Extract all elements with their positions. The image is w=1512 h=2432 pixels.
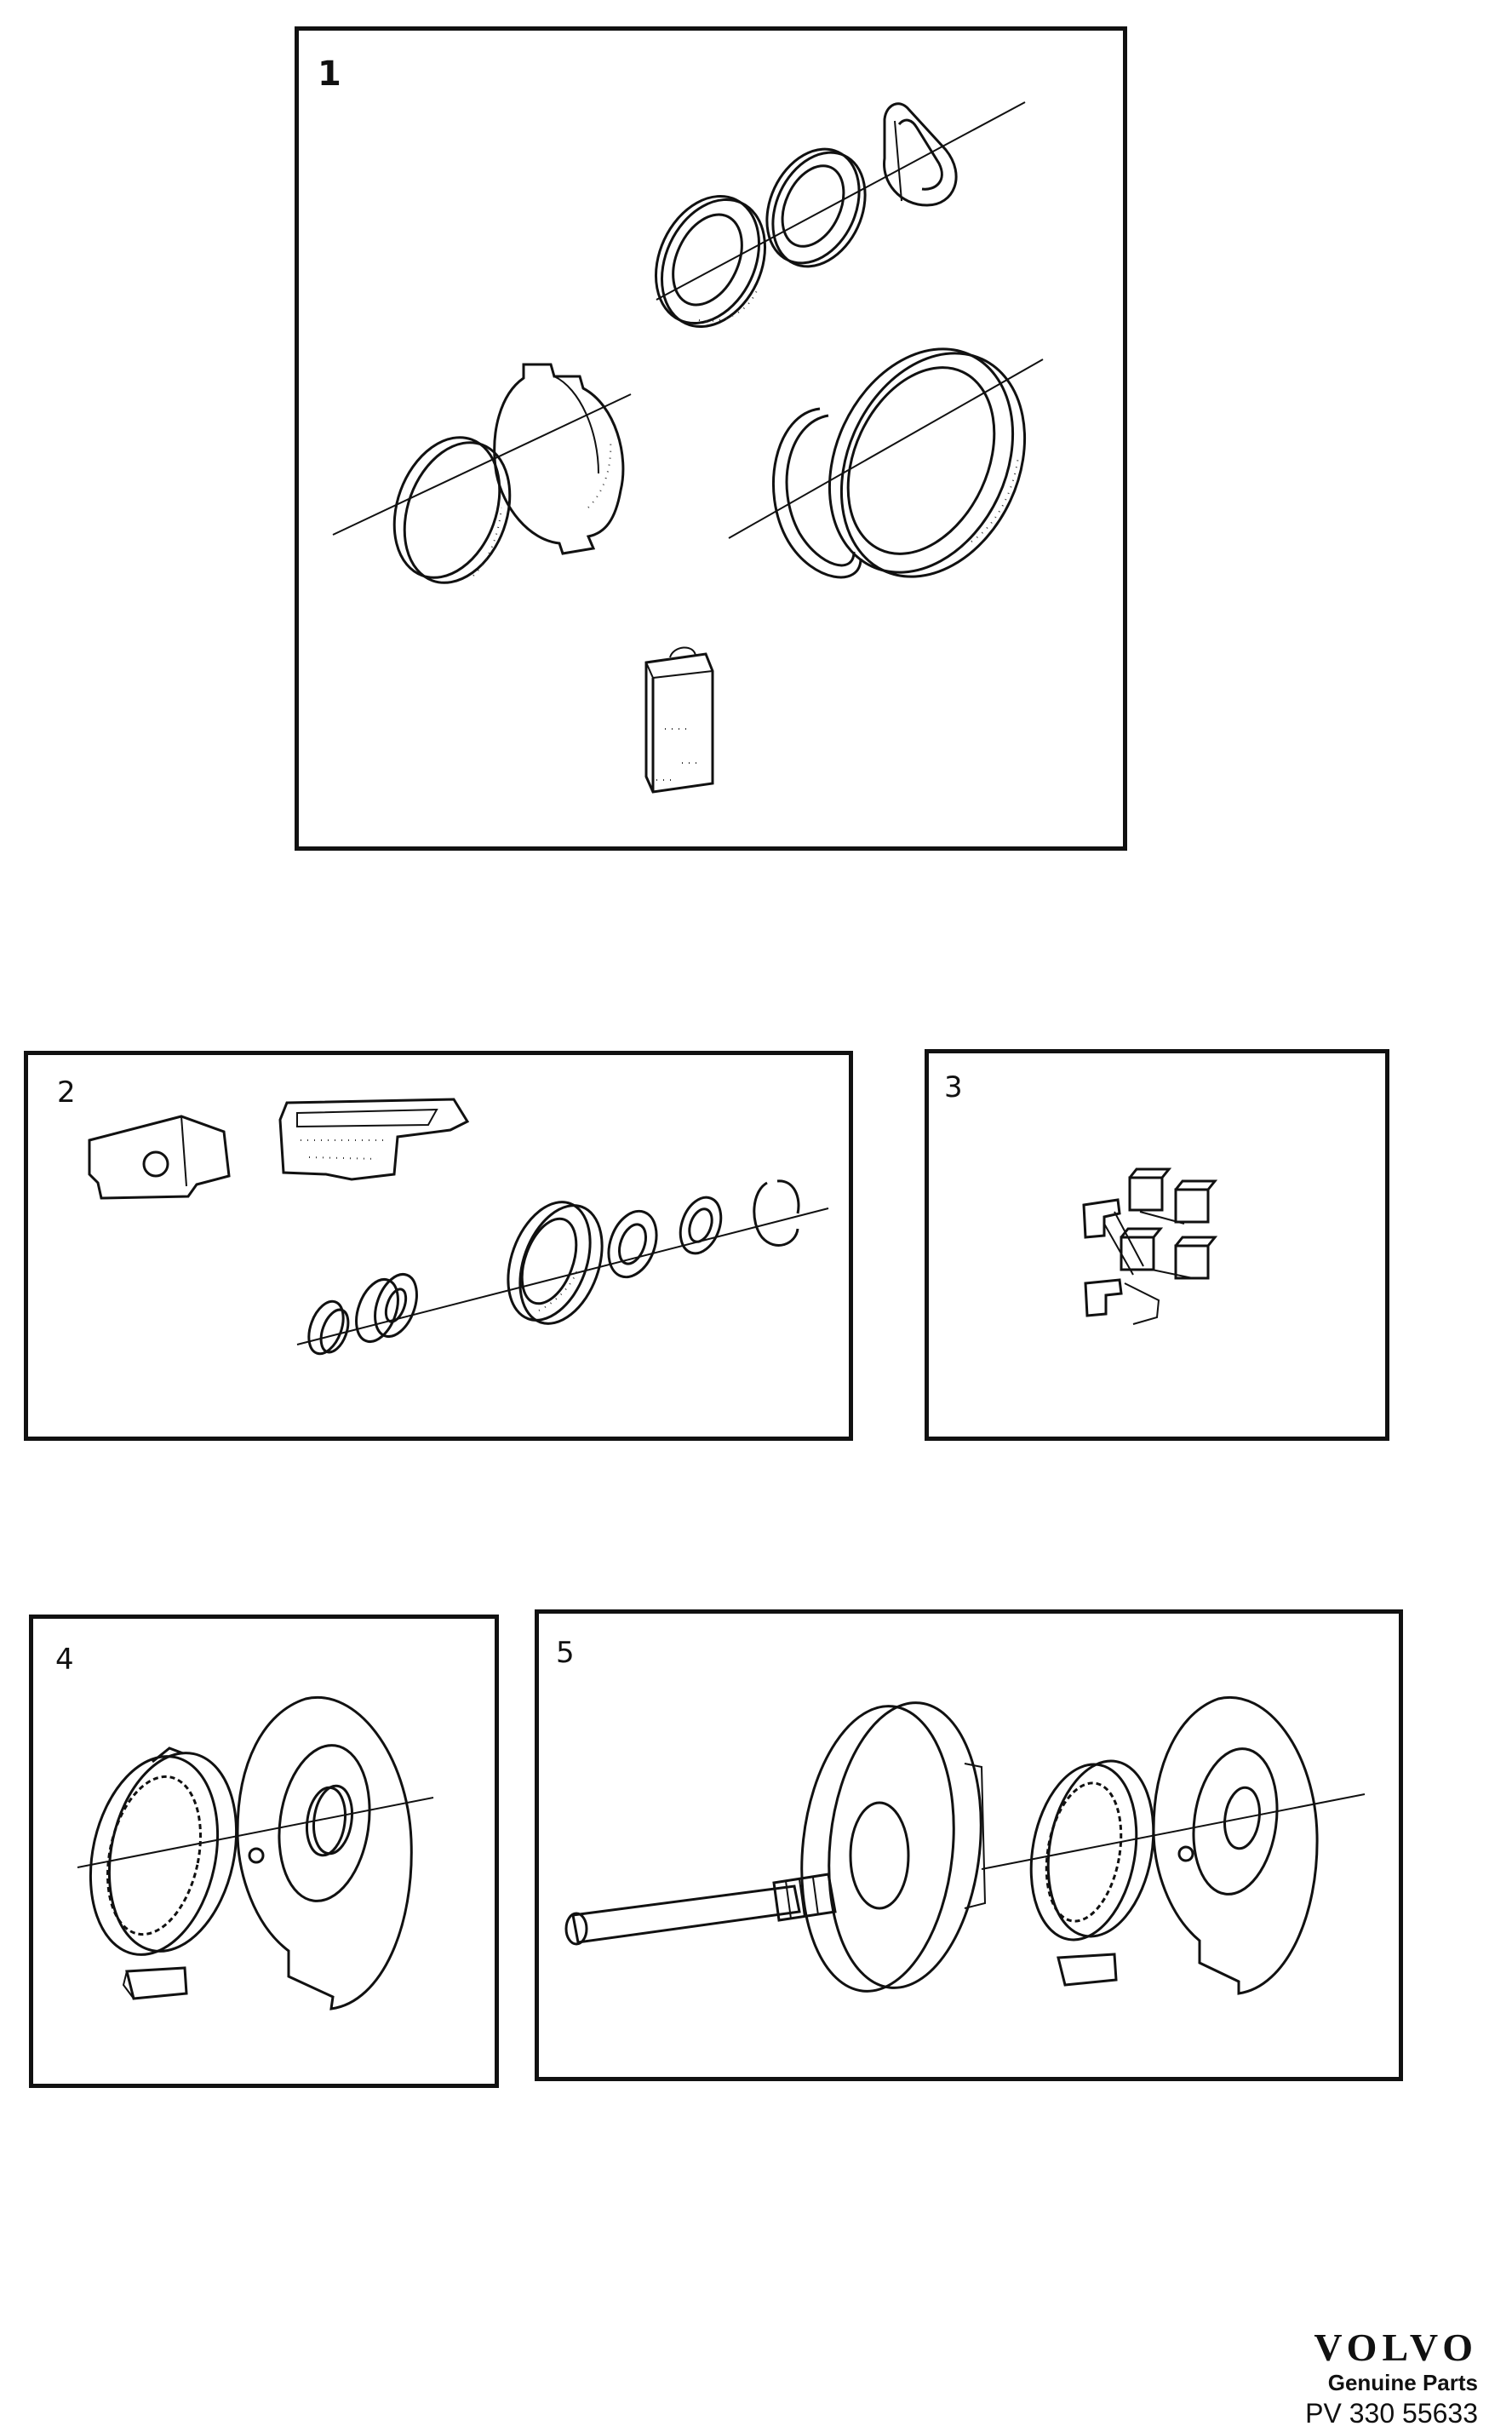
drive-pinion-flange (788, 1695, 994, 1999)
panel-number: 5 (556, 1636, 575, 1670)
brush-block (1058, 1954, 1116, 1985)
end-plate (1154, 1697, 1317, 1993)
washer-small-1 (302, 1297, 353, 1358)
panel-number: 2 (57, 1075, 76, 1110)
armature-shaft (566, 1874, 835, 1944)
ring-gear (1018, 1752, 1166, 1948)
panel-3-illustration (929, 1053, 1385, 1437)
brush-block (123, 1968, 186, 1999)
ring-washer-large (636, 180, 784, 344)
washer-small-2 (600, 1205, 665, 1284)
snap-ring (773, 409, 861, 577)
volvo-logo: VOLVO Genuine Parts PV 330 55633 (1305, 2326, 1478, 2430)
carbon-brush (646, 647, 713, 792)
diagram-panel-5: 5 (535, 1609, 1403, 2081)
diagram-panel-4: 4 (29, 1615, 499, 2088)
panel-number: 4 (55, 1643, 74, 1677)
brush-plate (495, 364, 623, 554)
part-code: PV 330 55633 (1305, 2398, 1478, 2429)
diagram-panel-3: 3 (925, 1049, 1389, 1441)
panel-1-illustration (299, 31, 1123, 846)
drive-end-bracket (89, 1116, 229, 1198)
end-cap (375, 422, 528, 597)
end-plate (238, 1697, 411, 2009)
panel-2-illustration (28, 1055, 849, 1437)
diagram-panel-1: 1 (295, 26, 1127, 851)
panel-number: 1 (318, 54, 341, 94)
seal-ring (493, 1190, 617, 1334)
brand-subtitle: Genuine Parts (1327, 2370, 1478, 2395)
washer-small-3 (673, 1192, 729, 1259)
u-clip (885, 104, 957, 205)
panel-4-illustration (33, 1619, 495, 2084)
ring-gear (73, 1741, 254, 1967)
brush-holder (280, 1099, 467, 1179)
bearing-ring (794, 319, 1059, 607)
panel-5-illustration (539, 1614, 1399, 2077)
panel-number: 3 (944, 1070, 963, 1104)
brand-wordmark: VOLVO (1314, 2326, 1478, 2369)
bushing (348, 1269, 424, 1347)
circlip (754, 1181, 799, 1246)
brush-set (1084, 1169, 1215, 1324)
diagram-panel-2: 2 (24, 1051, 853, 1441)
ring-washer-medium (749, 134, 883, 281)
